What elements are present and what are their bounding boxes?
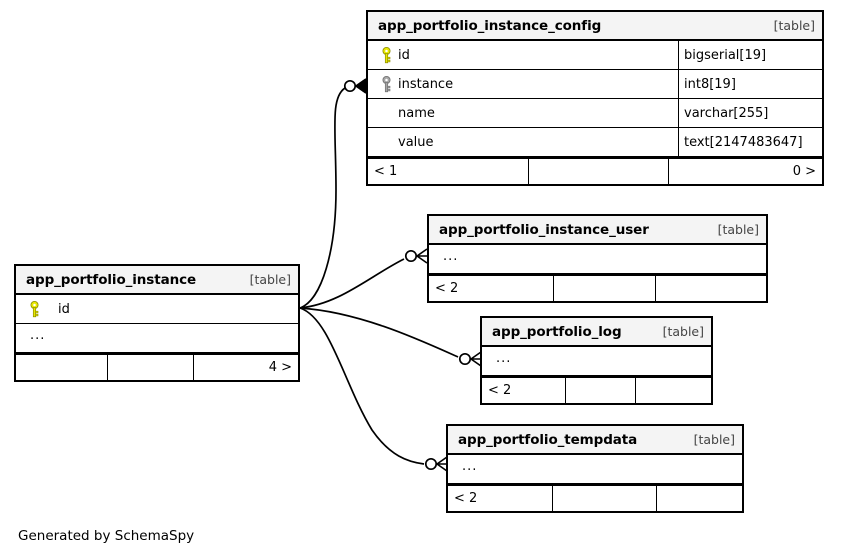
table-row-ellipsis: ... bbox=[448, 455, 742, 484]
table-row-ellipsis: ... bbox=[429, 245, 766, 274]
table-title: app_portfolio_instance_user bbox=[439, 221, 649, 238]
footer-parent-count: < 2 bbox=[435, 281, 459, 296]
relationship-instance-to-instance-user bbox=[299, 248, 428, 309]
table-type-tag: [table] bbox=[249, 272, 291, 287]
more-columns-indicator: ... bbox=[30, 327, 46, 343]
column-type-cell: text[2147483647] bbox=[678, 128, 822, 156]
footer-middle-cell bbox=[552, 486, 656, 511]
table-type-tag: [table] bbox=[717, 222, 759, 237]
footer-middle-cell bbox=[553, 276, 655, 301]
footer-parent-count: < 2 bbox=[454, 491, 478, 506]
relationship-instance-to-instance-config bbox=[299, 78, 367, 309]
column-name-cell: name bbox=[368, 99, 678, 127]
column-name-label: id bbox=[58, 301, 70, 317]
column-name-label: instance bbox=[398, 76, 454, 92]
footer-parent-count: < 2 bbox=[488, 383, 512, 398]
more-columns-indicator: ... bbox=[496, 350, 512, 366]
relationship-instance-to-log bbox=[299, 307, 482, 367]
crowsfoot-marker bbox=[354, 78, 367, 94]
footer-middle-cell bbox=[565, 378, 635, 403]
more-columns-indicator: ... bbox=[443, 248, 459, 264]
primary-key-icon bbox=[376, 46, 396, 64]
footer-middle-cell bbox=[107, 355, 193, 380]
foreign-key-icon bbox=[376, 75, 396, 93]
more-columns-indicator: ... bbox=[462, 458, 478, 474]
table-row: name varchar[255] bbox=[368, 99, 822, 128]
generated-by-caption: Generated by SchemaSpy bbox=[18, 528, 195, 544]
table-row: instance int8[19] bbox=[368, 70, 822, 99]
table-app-portfolio-instance-user[interactable]: app_portfolio_instance_user [table] ... … bbox=[427, 214, 768, 303]
column-name-cell: ... bbox=[482, 347, 711, 375]
table-app-portfolio-tempdata[interactable]: app_portfolio_tempdata [table] ... < 2 bbox=[446, 424, 744, 513]
column-type-cell: bigserial[19] bbox=[678, 41, 822, 69]
table-footer: < 2 bbox=[482, 376, 711, 403]
column-name-cell: id bbox=[16, 295, 298, 323]
table-app-portfolio-log[interactable]: app_portfolio_log [table] ... < 2 bbox=[480, 316, 713, 405]
cardinality-zero-marker bbox=[424, 457, 438, 471]
footer-child-count: 4 > bbox=[193, 355, 298, 380]
table-row: value text[2147483647] bbox=[368, 128, 822, 157]
column-name-cell: value bbox=[368, 128, 678, 156]
footer-child-count: 0 > bbox=[668, 159, 822, 184]
table-row: id bbox=[16, 295, 298, 324]
table-header: app_portfolio_instance_config [table] bbox=[368, 12, 822, 41]
footer-child-count bbox=[655, 276, 766, 301]
table-type-tag: [table] bbox=[773, 18, 815, 33]
table-app-portfolio-instance-config[interactable]: app_portfolio_instance_config [table] id… bbox=[366, 10, 824, 186]
table-header: app_portfolio_tempdata [table] bbox=[448, 426, 742, 455]
footer-child-count bbox=[656, 486, 742, 511]
table-header: app_portfolio_log [table] bbox=[482, 318, 711, 347]
footer-child-count bbox=[635, 378, 711, 403]
column-name-cell: id bbox=[368, 41, 678, 69]
table-row-ellipsis: ... bbox=[16, 324, 298, 353]
column-type-cell: varchar[255] bbox=[678, 99, 822, 127]
table-app-portfolio-instance[interactable]: app_portfolio_instance [table] id bbox=[14, 264, 300, 382]
relationship-instance-to-tempdata bbox=[299, 307, 448, 472]
table-type-tag: [table] bbox=[693, 432, 735, 447]
column-name-cell: ... bbox=[16, 324, 298, 352]
footer-middle-cell bbox=[528, 159, 668, 184]
table-footer: < 2 bbox=[429, 274, 766, 301]
column-type-cell: int8[19] bbox=[678, 70, 822, 98]
column-name-cell: ... bbox=[448, 455, 742, 483]
column-name-label: value bbox=[398, 134, 434, 150]
column-name-cell: ... bbox=[429, 245, 766, 273]
table-header: app_portfolio_instance_user [table] bbox=[429, 216, 766, 245]
cardinality-zero-marker bbox=[458, 352, 472, 366]
cardinality-zero-marker bbox=[404, 249, 418, 263]
cardinality-zero-marker bbox=[343, 79, 357, 93]
column-name-cell: instance bbox=[368, 70, 678, 98]
primary-key-icon bbox=[24, 300, 44, 318]
footer-parent-count: < 1 bbox=[374, 164, 398, 179]
table-row: id bigserial[19] bbox=[368, 41, 822, 70]
table-title: app_portfolio_tempdata bbox=[458, 431, 638, 448]
table-type-tag: [table] bbox=[662, 324, 704, 339]
column-name-label: name bbox=[398, 105, 435, 121]
table-footer: < 2 bbox=[448, 484, 742, 511]
table-footer: 4 > bbox=[16, 353, 298, 380]
table-title: app_portfolio_instance bbox=[26, 271, 197, 288]
footer-parent-count bbox=[16, 355, 107, 380]
table-title: app_portfolio_instance_config bbox=[378, 17, 602, 34]
table-footer: < 1 0 > bbox=[368, 157, 822, 184]
column-name-label: id bbox=[398, 47, 410, 63]
table-row-ellipsis: ... bbox=[482, 347, 711, 376]
table-header: app_portfolio_instance [table] bbox=[16, 266, 298, 295]
table-title: app_portfolio_log bbox=[492, 323, 622, 340]
